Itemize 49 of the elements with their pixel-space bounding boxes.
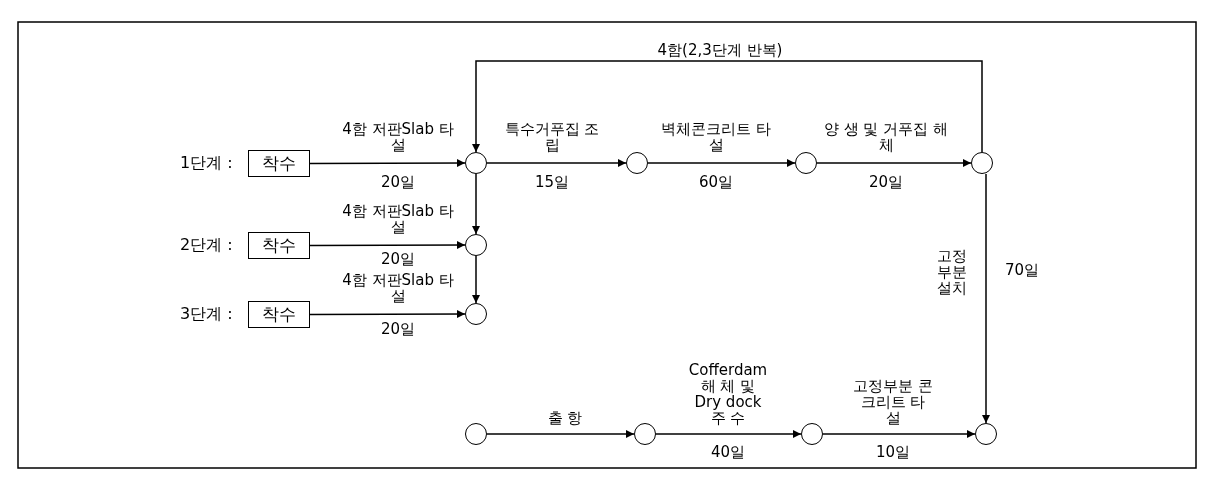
edge-label: 양 생 및 거푸집 해체 [822, 121, 950, 153]
event-circle [971, 152, 993, 174]
arrow [472, 173, 480, 235]
event-circle [626, 152, 648, 174]
start-box: 착수 [248, 301, 310, 328]
event-circle [634, 423, 656, 445]
duration-label: 20일 [868, 174, 904, 190]
event-circle [801, 423, 823, 445]
event-circle [465, 303, 487, 325]
arrow [655, 430, 802, 438]
arrow [486, 430, 635, 438]
edge-label: 4함 저판Slab 타 설 [341, 203, 455, 235]
edge-label: 벽체콘크리트 타 설 [660, 121, 772, 153]
event-circle [465, 423, 487, 445]
edge-label: 고정부분 콘크리트 타 설 [852, 378, 934, 426]
edge-label: Cofferdam 해 체 및 Dry dock 주 수 [687, 362, 769, 426]
arrow [309, 159, 466, 168]
event-circle [465, 152, 487, 174]
stage-label: 1단계 : [180, 154, 233, 171]
edge-label: 고정 부분 설치 [936, 248, 968, 296]
edge-label: 4함(2,3단계 반복) [656, 42, 784, 58]
arrow [472, 60, 983, 153]
edge-label: 출 항 [546, 410, 584, 426]
arrow [486, 159, 627, 167]
duration-label: 40일 [710, 444, 746, 460]
stage-label: 2단계 : [180, 236, 233, 253]
arrow [982, 173, 990, 424]
duration-label: 60일 [698, 174, 734, 190]
edge-label: 특수거푸집 조 립 [503, 121, 601, 153]
edge-label: 4함 저판Slab 타 설 [341, 272, 455, 304]
start-box: 착수 [248, 150, 310, 177]
arrow [822, 430, 976, 438]
arrow [816, 159, 972, 167]
edge-label: 4함 저판Slab 타 설 [341, 121, 455, 153]
arrow [309, 310, 466, 319]
arrow [647, 159, 796, 167]
duration-label: 20일 [380, 251, 416, 267]
event-circle [795, 152, 817, 174]
start-box: 착수 [248, 232, 310, 259]
stage-label: 3단계 : [180, 305, 233, 322]
event-circle [975, 423, 997, 445]
arrow [472, 255, 480, 304]
duration-label: 20일 [380, 321, 416, 337]
duration-label: 10일 [875, 444, 911, 460]
event-circle [465, 234, 487, 256]
duration-label: 70일 [1004, 262, 1040, 278]
duration-label: 20일 [380, 174, 416, 190]
arrow [309, 241, 466, 250]
duration-label: 15일 [534, 174, 570, 190]
